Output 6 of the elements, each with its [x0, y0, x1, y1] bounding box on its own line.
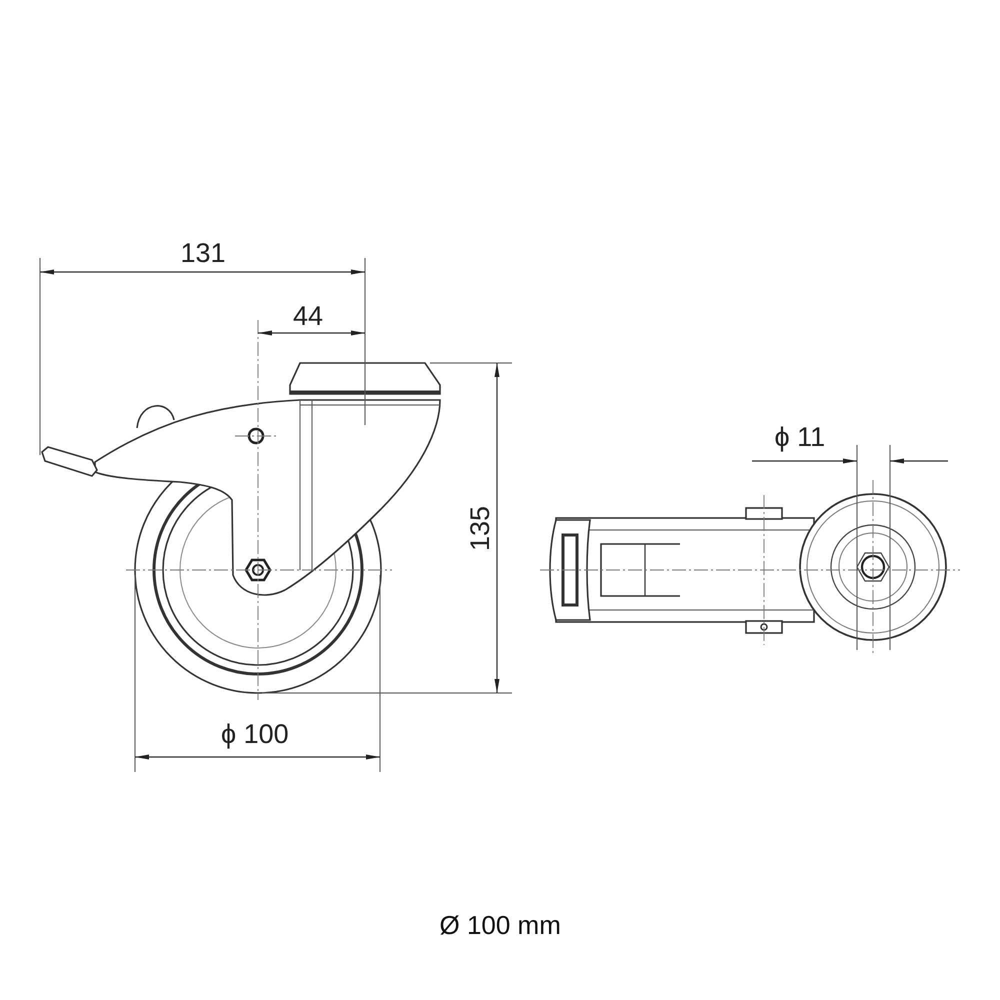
dimension-label: 131 — [180, 240, 226, 266]
dimension-label: 44 — [293, 302, 324, 330]
dimension-label: ϕ 11 — [774, 424, 826, 450]
caption-text: Ø 100 mm — [440, 912, 561, 938]
dimension-label: ϕ 100 — [221, 720, 289, 748]
dimension-label: 135 — [466, 505, 494, 551]
